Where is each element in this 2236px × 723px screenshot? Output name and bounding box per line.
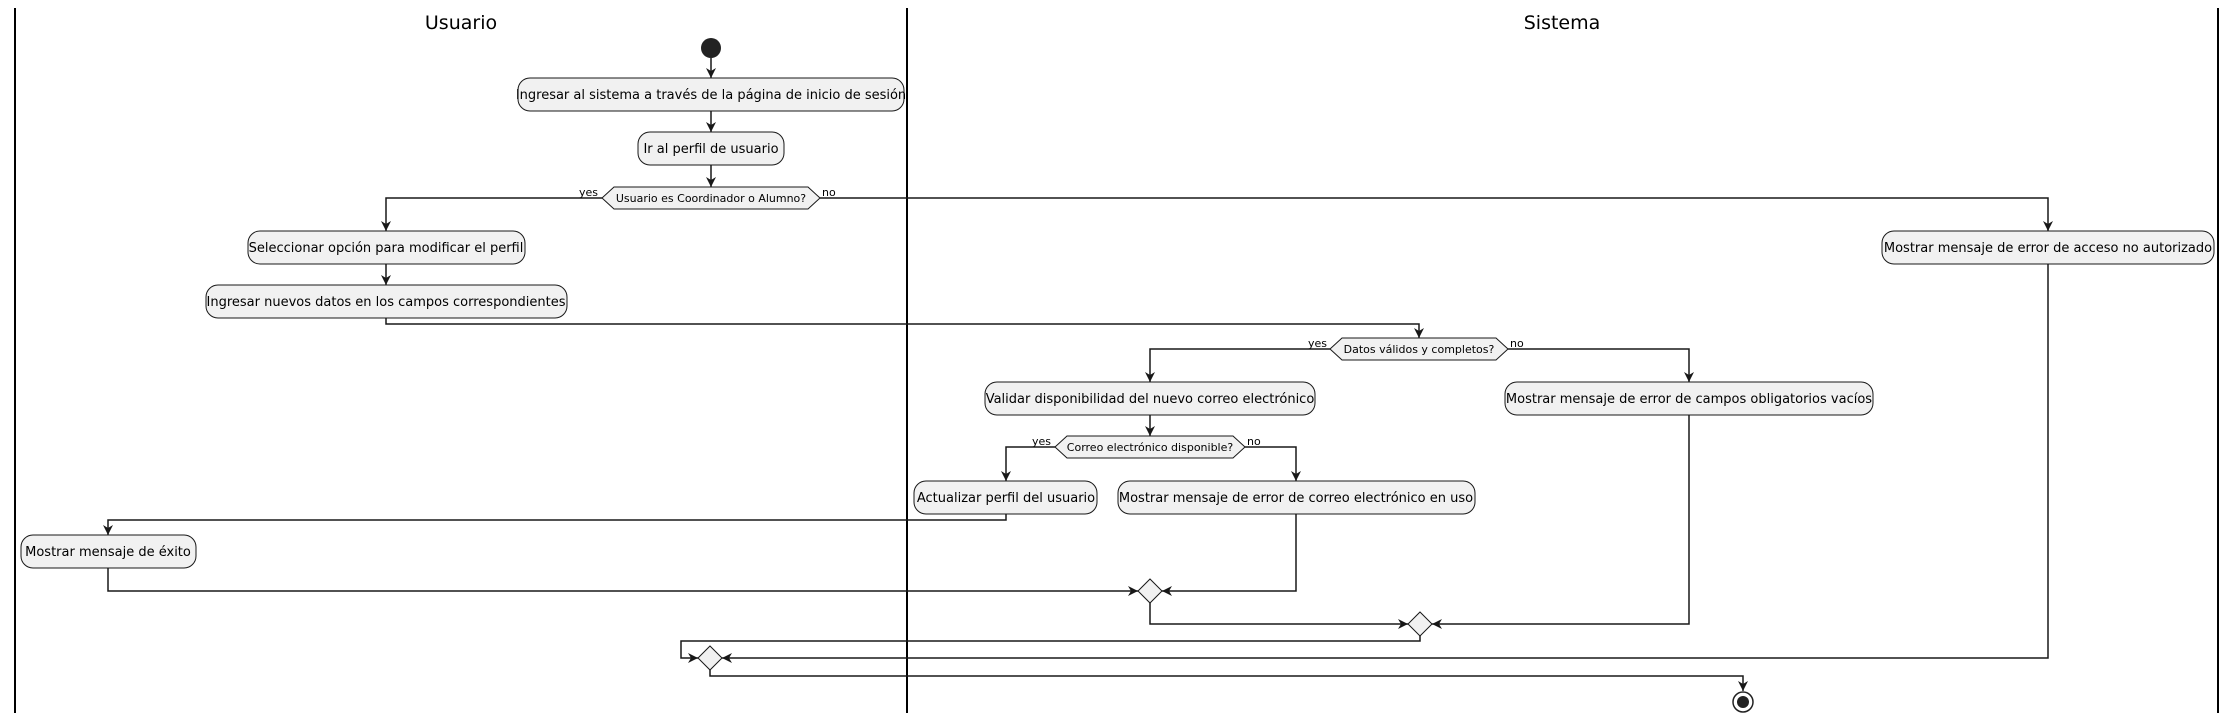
lane-title-usuario: Usuario <box>425 12 497 34</box>
lane-title-sistema: Sistema <box>1524 12 1601 34</box>
activity-err-required-label: Mostrar mensaje de error de campos oblig… <box>1506 392 1872 407</box>
decision-email-available-label: Correo electrónico disponible? <box>1067 441 1234 454</box>
branch-no-3: no <box>1247 435 1261 448</box>
activity-update-profile-label: Actualizar perfil del usuario <box>917 491 1095 506</box>
merge-node-1 <box>1137 578 1163 604</box>
activity-validate-email-label: Validar disponibilidad del nuevo correo … <box>986 392 1315 407</box>
branch-no-2: no <box>1510 337 1524 350</box>
activity-err-unauthorized-label: Mostrar mensaje de error de acceso no au… <box>1884 241 2212 256</box>
start-node <box>701 38 721 58</box>
activity-select-modify-label: Seleccionar opción para modificar el per… <box>249 241 524 256</box>
branch-yes-2: yes <box>1308 337 1327 350</box>
activity-success-label: Mostrar mensaje de éxito <box>25 545 191 560</box>
branch-no-1: no <box>822 186 836 199</box>
activity-err-email-label: Mostrar mensaje de error de correo elect… <box>1119 491 1473 506</box>
activity-login-label: Ingresar al sistema a través de la págin… <box>516 88 906 103</box>
end-node <box>1732 691 1754 713</box>
branch-yes-3: yes <box>1032 435 1051 448</box>
merge-node-3 <box>697 645 723 671</box>
activity-enter-data-label: Ingresar nuevos datos en los campos corr… <box>207 295 566 310</box>
merge-node-2 <box>1407 611 1433 637</box>
activity-go-profile-label: Ir al perfil de usuario <box>643 142 778 157</box>
decision-is-user-label: Usuario es Coordinador o Alumno? <box>616 192 806 205</box>
branch-yes-1: yes <box>579 186 598 199</box>
end-node-inner <box>1737 696 1749 708</box>
decision-data-valid-label: Datos válidos y completos? <box>1344 343 1495 356</box>
